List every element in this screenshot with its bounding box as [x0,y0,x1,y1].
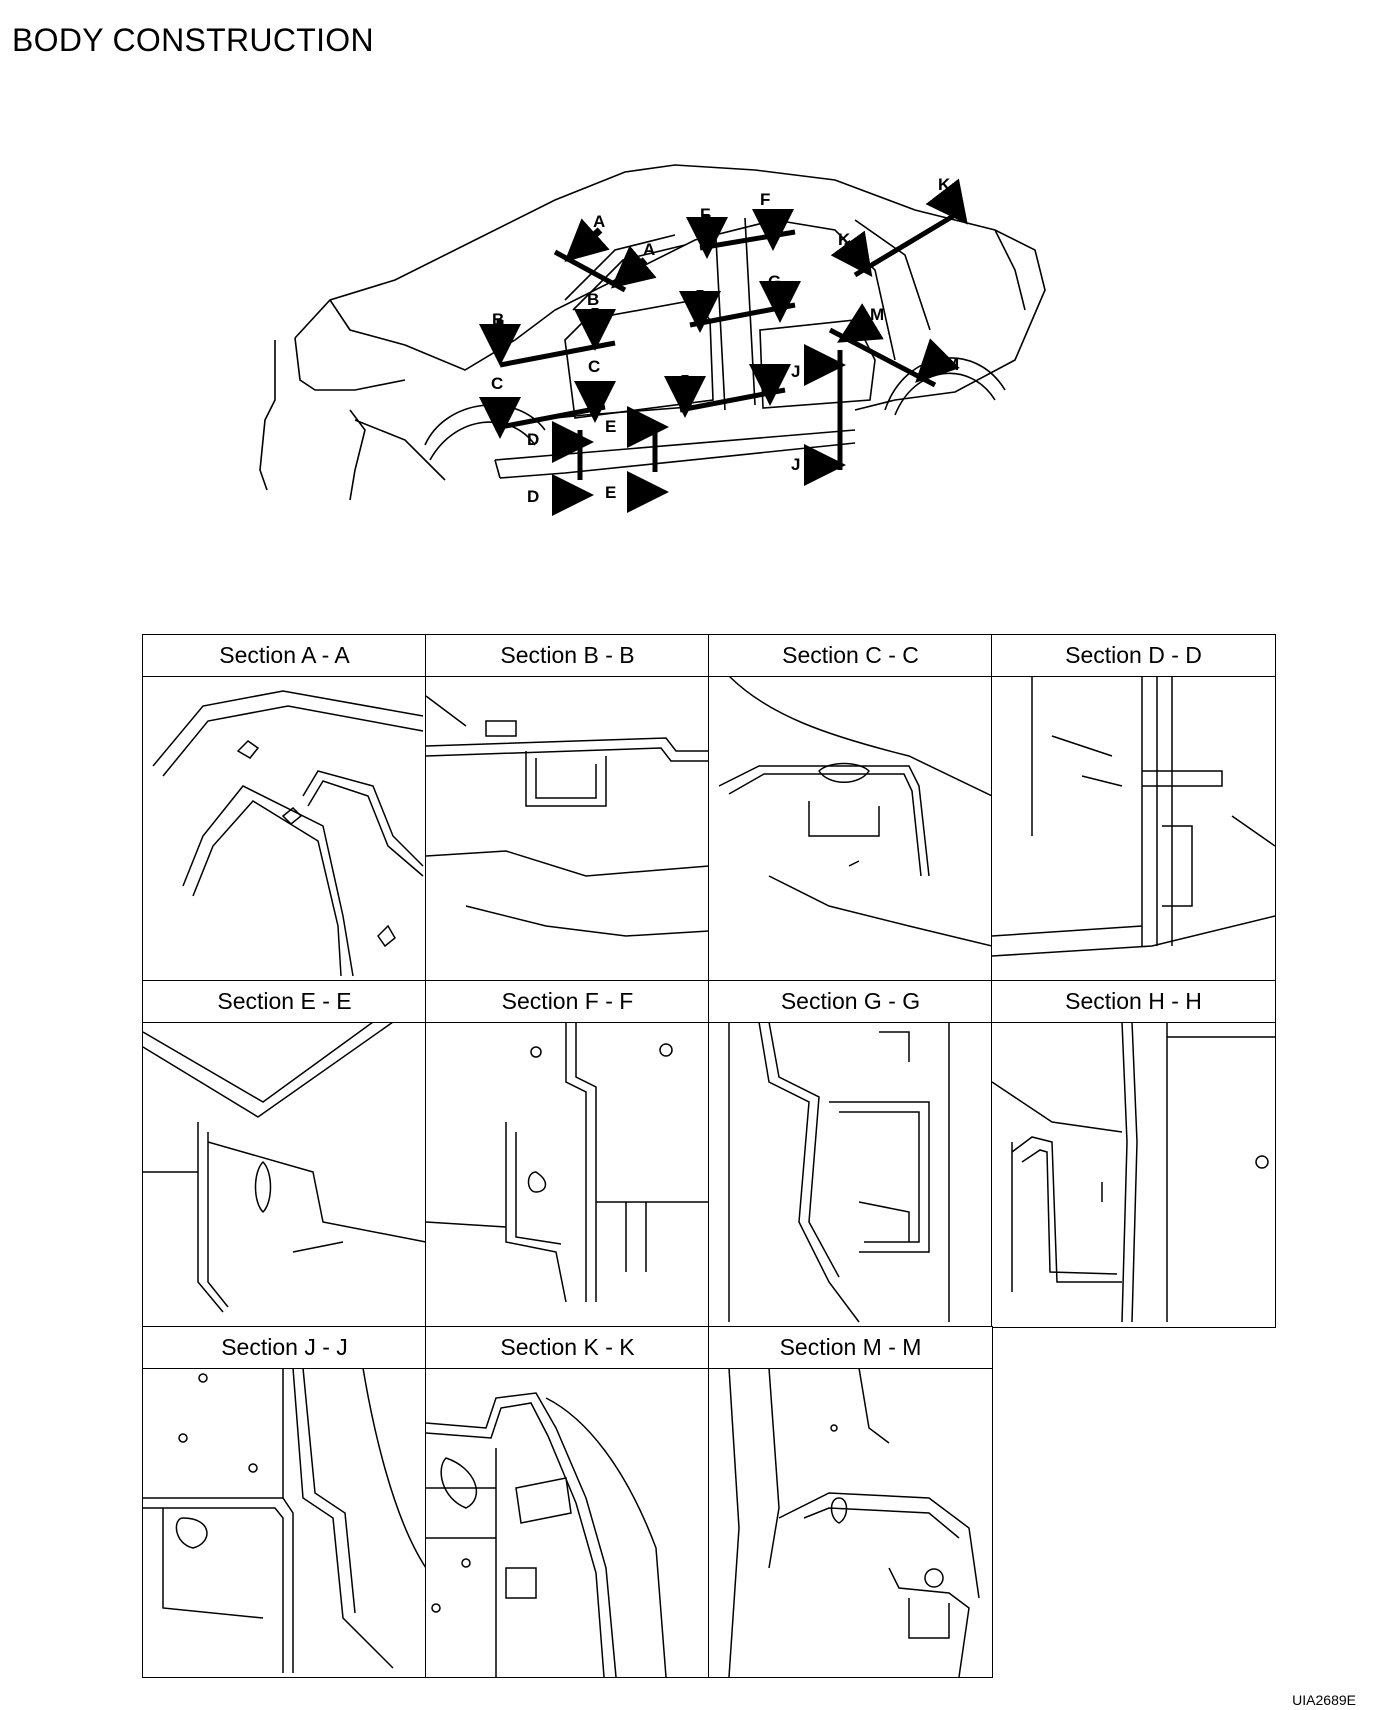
section-caption: Section B - B [426,635,709,677]
section-caption: Section K - K [426,1327,709,1369]
section-caption: Section A - A [143,635,426,677]
section-caption: Section F - F [426,981,709,1023]
body-construction-diagram: A A B B C C D D E E F F G G H H J J K K … [259,164,1046,516]
diagram-label-a-2: A [643,240,655,259]
diagram-label-f-2: F [760,190,770,209]
section-e-e: Section E - E [142,980,427,1328]
section-caption: Section H - H [992,981,1275,1023]
section-m-m-drawing [728,1368,980,1677]
section-caption: Section E - E [143,981,426,1023]
diagram-label-m-2: M [945,355,959,374]
section-caption: Section J - J [143,1327,426,1369]
diagram-label-e-1: E [605,417,616,436]
section-g-g-drawing [728,1022,950,1323]
diagram-label-b-1: B [492,310,504,329]
section-labels: A A B B C C D D E E F F G G H H J J K K … [491,175,959,506]
diagram-label-d-1: D [527,430,539,449]
section-j-j: Section J - J [142,1326,427,1678]
diagram-label-k-1: K [838,230,851,249]
diagram-label-e-2: E [605,483,616,502]
diagram-label-g-2: G [768,272,781,291]
section-c-c: Section C - C [708,634,993,982]
section-f-f-drawing [426,1022,709,1303]
section-a-a-drawing [152,690,424,977]
diagram-label-f-1: F [700,205,710,224]
figure-reference-code: UIA2689E [1292,1692,1356,1708]
section-d-d: Section D - D [991,634,1276,982]
section-j-j-drawing [143,1368,426,1673]
section-caption: Section G - G [709,981,992,1023]
section-e-e-drawing [143,1022,426,1313]
section-f-f: Section F - F [425,980,710,1328]
section-h-h-drawing [992,1022,1275,1323]
diagram-label-d-2: D [527,487,539,506]
diagram-label-m-1: M [870,305,884,324]
section-k-k: Section K - K [425,1326,710,1678]
section-m-m: Section M - M [708,1326,993,1678]
diagram-label-h-1: H [676,378,688,397]
section-a-a: Section A - A [142,634,427,982]
section-h-h: Section H - H [991,980,1276,1328]
diagram-label-a-1: A [593,212,605,231]
section-arrows [479,178,968,516]
section-b-b-drawing [426,695,709,937]
diagram-label-j-2: J [791,455,800,474]
diagram-label-c-1: C [491,374,503,393]
section-views-grid: Section A - A Section B - B Section C - … [142,634,1276,1678]
section-k-k-drawing [426,1392,667,1677]
diagram-label-g-1: G [691,293,704,312]
diagram-label-j-1: J [791,362,800,381]
section-caption: Section D - D [992,635,1275,677]
diagram-label-k-2: K [938,175,951,194]
section-caption: Section M - M [709,1327,992,1369]
section-caption: Section C - C [709,635,992,677]
section-d-d-drawing [992,676,1275,957]
page-title: BODY CONSTRUCTION [12,22,374,58]
diagram-label-c-2: C [588,357,600,376]
diagram-label-h-2: H [758,367,770,386]
section-c-c-drawing [718,676,992,947]
section-g-g: Section G - G [708,980,993,1328]
section-b-b: Section B - B [425,634,710,982]
diagram-label-b-2: B [587,290,599,309]
